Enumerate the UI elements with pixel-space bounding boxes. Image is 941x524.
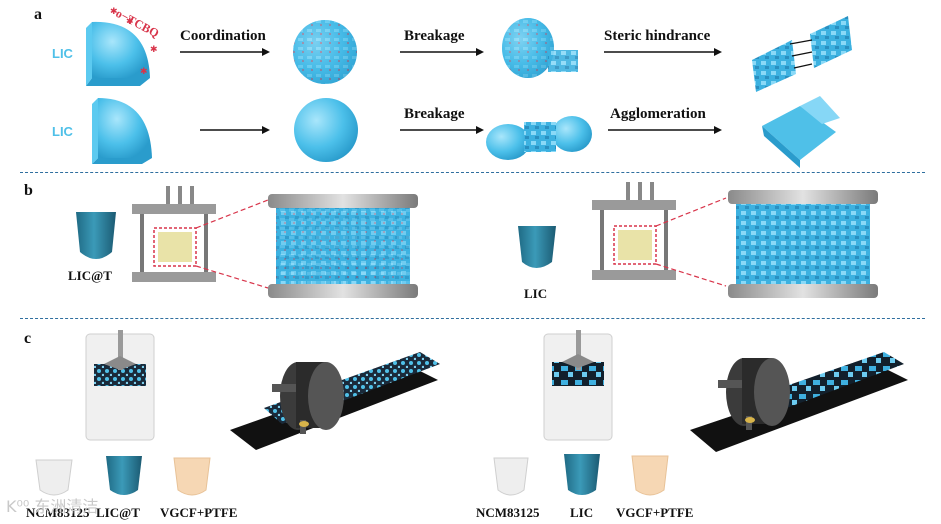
- separated-flakes: [752, 16, 852, 92]
- cup-ncm-left: [35, 459, 73, 496]
- cup-lic-c: [564, 454, 600, 495]
- svg-text:✱: ✱: [110, 6, 118, 16]
- roller-left: [230, 352, 440, 450]
- panel-label-b: b: [24, 182, 33, 199]
- cup-vgcf-left: [173, 457, 211, 496]
- press-left: [132, 186, 216, 282]
- step-coordination: Coordination: [180, 28, 266, 44]
- watermark: K⁰⁰ 东洲清洁: [6, 497, 99, 516]
- step-steric-hindrance: Steric hindrance: [604, 28, 711, 44]
- cup-vgcf-right: [631, 455, 669, 496]
- lic-quarter-sphere-1: [86, 21, 150, 86]
- cup-lic-t: [76, 212, 116, 259]
- lic-quarter-sphere-2: [92, 98, 152, 164]
- panel-label-a: a: [34, 6, 42, 23]
- lic-label-a1: LIC: [52, 46, 73, 61]
- label-lic-b: LIC: [524, 286, 548, 301]
- cup-lic: [518, 226, 556, 268]
- broken-plain-sphere: [486, 116, 592, 160]
- cup-ncm-right: [493, 457, 529, 496]
- mixer-right: [543, 330, 613, 441]
- broken-coordinated-sphere: [502, 18, 578, 78]
- mixer-left: [85, 330, 155, 441]
- label-lic-c: LIC: [570, 505, 594, 520]
- plain-sphere: [294, 98, 358, 162]
- svg-text:✱: ✱: [126, 16, 134, 26]
- svg-text:✱: ✱: [150, 44, 158, 54]
- step-breakage-1: Breakage: [404, 28, 465, 44]
- label-ncm-left: NCM83125: [26, 505, 90, 520]
- label-vgcf-right: VGCF+PTFE: [616, 505, 694, 520]
- cup-lic-t-c: [106, 456, 142, 495]
- compressed-pellet-lic-t: [268, 194, 418, 298]
- svg-text:✱: ✱: [140, 66, 148, 76]
- label-lic-t-b: LIC@T: [68, 268, 112, 283]
- roller-right: [690, 352, 908, 452]
- agglomerated-block: [762, 96, 840, 168]
- lic-label-a2: LIC: [52, 124, 73, 139]
- divider-bc: [20, 318, 925, 319]
- label-lic-t-c: LIC@T: [96, 505, 140, 520]
- compressed-pellet-lic: [728, 190, 878, 298]
- step-breakage-2: Breakage: [404, 106, 465, 122]
- divider-ab: [20, 172, 925, 173]
- press-right: [592, 182, 676, 280]
- label-ncm-right: NCM83125: [476, 505, 540, 520]
- label-vgcf-left: VGCF+PTFE: [160, 505, 238, 520]
- panel-label-c: c: [24, 330, 32, 347]
- step-agglomeration: Agglomeration: [610, 106, 706, 122]
